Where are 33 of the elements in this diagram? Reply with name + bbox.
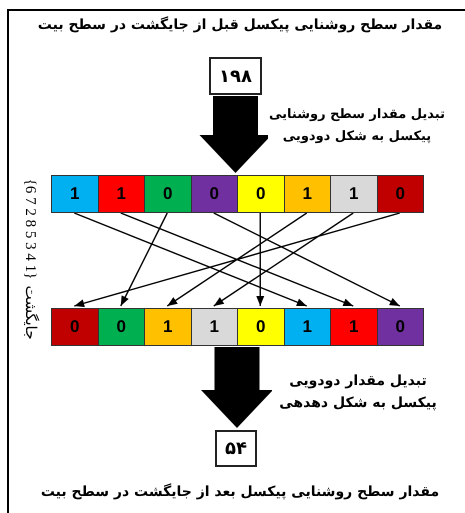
arrow xyxy=(213,212,354,307)
arrow xyxy=(74,212,400,308)
number-box: ۱۹۸ xyxy=(209,57,262,95)
bit-cell: 1 xyxy=(51,175,98,213)
bit-cell: 0 xyxy=(237,308,284,346)
bit-cell: 0 xyxy=(51,308,98,346)
arrow xyxy=(120,212,168,306)
bit-cell: 1 xyxy=(284,175,331,213)
block-arrow xyxy=(201,347,273,428)
bit-row xyxy=(51,175,423,213)
number-box: ۵۴ xyxy=(215,430,257,467)
arrow xyxy=(74,212,308,307)
bit-row xyxy=(51,308,423,346)
bit-cell: 1 xyxy=(330,175,378,213)
bit-cell: 0 xyxy=(237,175,284,213)
bit-cell: 0 xyxy=(376,175,424,213)
arrow xyxy=(120,212,354,307)
arrow xyxy=(166,212,308,307)
heading: مقدار سطح روشنایی پیکسل قبل از جایگشت در سطح بیت xyxy=(36,17,444,33)
bit-cell: 0 xyxy=(376,308,424,346)
bit-cell: 1 xyxy=(98,175,145,213)
bit-cell: 1 xyxy=(284,308,331,346)
bit-cell: 0 xyxy=(98,308,145,346)
arrow xyxy=(256,213,264,306)
caption-text: مقدار سطح روشنایی پیکسل بعد از جایگشت در سطح بیت xyxy=(40,484,440,500)
permutation-label: {6 7 2 8 5 3 4 1} xyxy=(22,178,38,280)
bit-cell: 1 xyxy=(330,308,378,346)
bit-cell: 1 xyxy=(144,308,192,346)
bit-cell: 0 xyxy=(190,175,238,213)
arrow xyxy=(213,212,400,307)
bit-cell: 0 xyxy=(144,175,192,213)
bit-cell: 1 xyxy=(190,308,238,346)
rotated-label: جایگشت xyxy=(22,285,38,340)
